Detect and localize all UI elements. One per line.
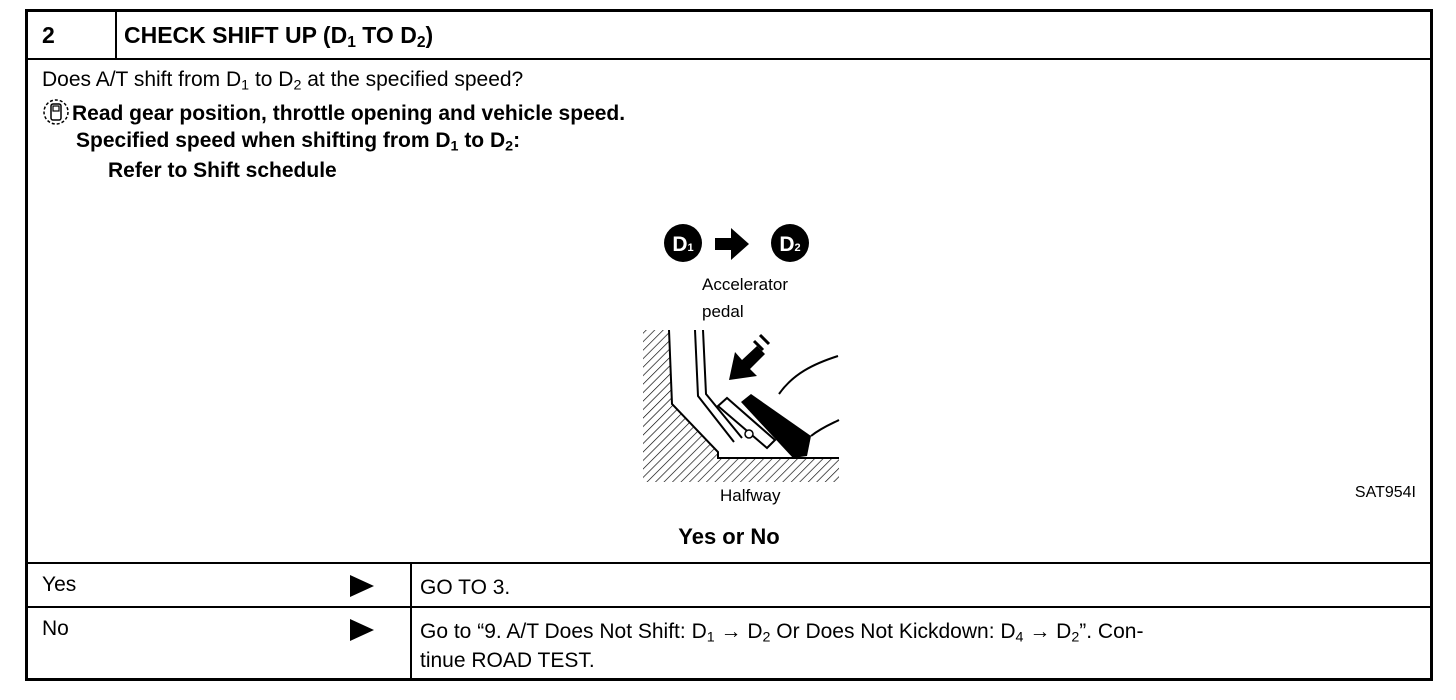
triangle-arrow-icon [350,575,374,597]
shoe-icon [741,355,840,458]
pedal-lever [694,329,735,443]
result-row-yes: Yes GO TO 3. [28,562,1430,608]
label-pedal: pedal [702,302,744,321]
pedal-pad [716,396,777,450]
yes-or-no-prompt: Yes or No [678,524,780,549]
triangle-arrow-icon [350,619,374,641]
accelerator-pedal-figure: D1 D2 Accelerator pedal [643,224,840,505]
step-number: 2 [28,12,117,58]
press-arrow-icon [729,333,771,380]
floor-hatch [643,329,839,482]
svg-text:D2: D2 [779,233,800,256]
label-accelerator: Accelerator [702,275,788,294]
row-label-no: No [42,617,69,640]
check-question: Does A/T shift from D1 to D2 at the spec… [42,68,524,94]
instruction-line: Read gear position, throttle opening and… [42,98,625,126]
gear-d2-badge: D2 [771,224,809,262]
shift-arrow-icon [715,228,749,260]
row-result-no: Go to “9. A/T Does Not Shift: D1 → D2 Or… [410,608,1430,678]
row-label-yes: Yes [42,573,77,596]
svg-text:D1: D1 [672,233,693,256]
label-halfway: Halfway [720,486,781,505]
procedure-table: 2 CHECK SHIFT UP (D1 TO D2) Does A/T shi… [25,9,1433,681]
refer-line: Refer to Shift schedule [108,159,337,182]
result-row-no: No Go to “9. A/T Does Not Shift: D1 → D2… [28,606,1430,678]
figure-code: SAT954I [1354,484,1416,501]
spec-line: Specified speed when shifting from D1 to… [76,129,521,155]
consult-icon [43,99,69,125]
row-result-yes: GO TO 3. [410,564,1430,608]
step-title: CHECK SHIFT UP (D1 TO D2) [124,22,434,51]
gear-d1-badge: D1 [664,224,702,262]
step-header: 2 CHECK SHIFT UP (D1 TO D2) [28,12,1430,60]
